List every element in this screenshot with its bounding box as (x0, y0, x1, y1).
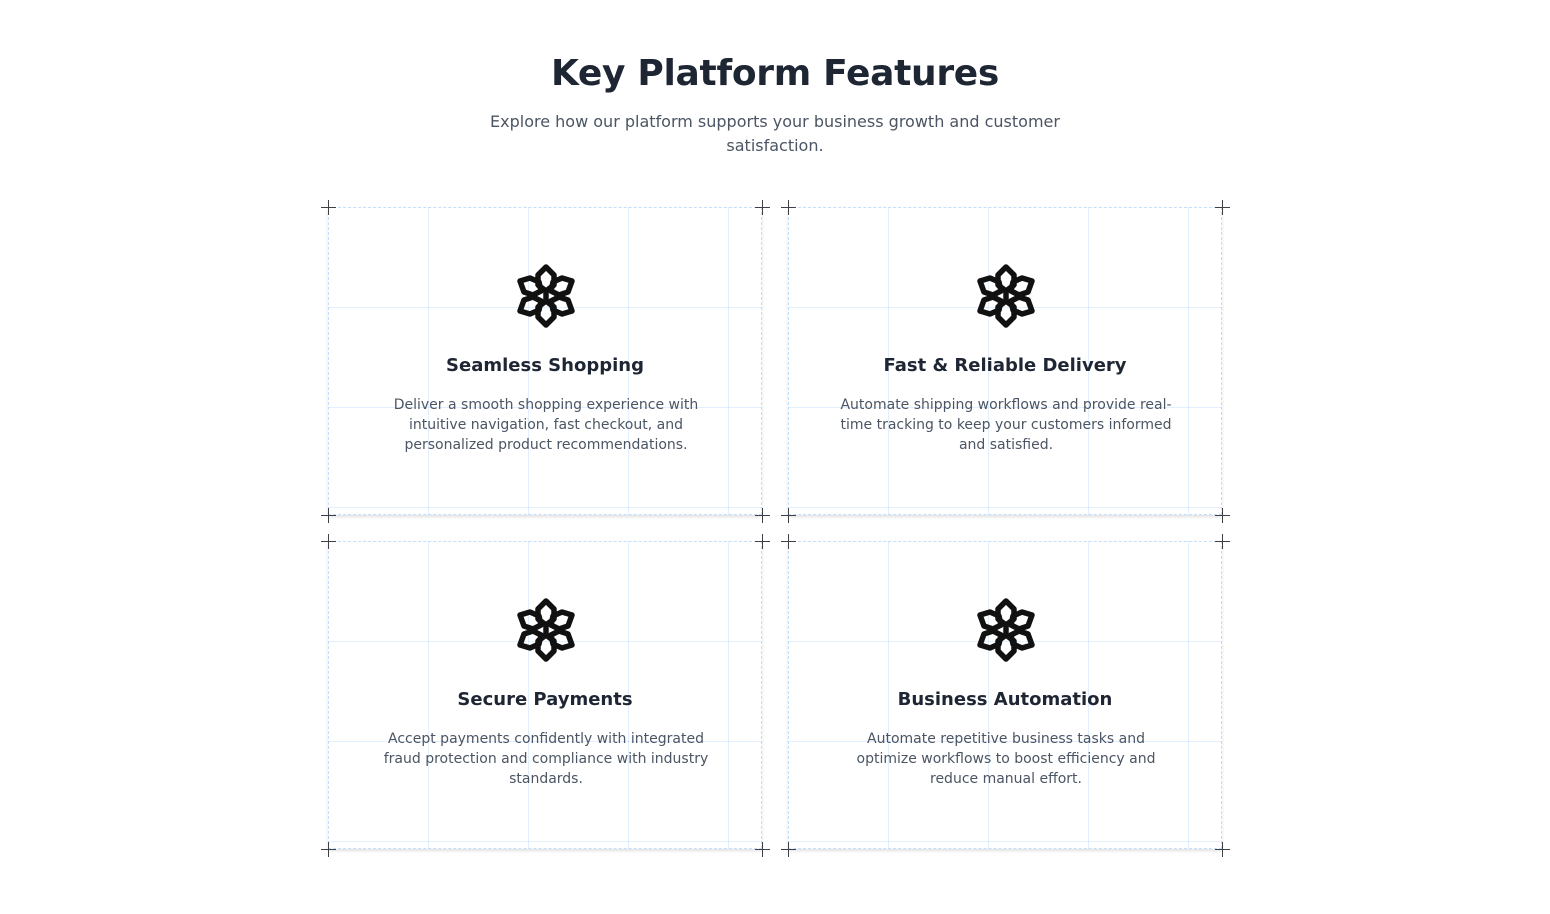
corner-plus-icon (755, 508, 770, 523)
corner-plus-icon (321, 534, 336, 549)
corner-plus-icon (781, 842, 796, 857)
section-title: Key Platform Features (550, 53, 1000, 94)
snowflake-icon (517, 264, 575, 328)
feature-card-business-automation: Business Automation Automate repetitive … (788, 541, 1222, 849)
feature-description: Automate shipping workflows and provide … (840, 397, 1172, 453)
corner-plus-icon (755, 200, 770, 215)
snowflake-icon (977, 598, 1035, 662)
corner-plus-icon (781, 200, 796, 215)
feature-description: Deliver a smooth shopping experience wit… (393, 397, 699, 453)
feature-title: Business Automation (897, 689, 1113, 710)
corner-plus-icon (781, 508, 796, 523)
corner-plus-icon (755, 534, 770, 549)
corner-plus-icon (1215, 508, 1230, 523)
snowflake-icon (977, 264, 1035, 328)
corner-plus-icon (1215, 842, 1230, 857)
corner-plus-icon (1215, 534, 1230, 549)
corner-plus-icon (781, 534, 796, 549)
feature-title: Fast & Reliable Delivery (883, 355, 1127, 376)
feature-card-delivery: Fast & Reliable Delivery Automate shippi… (788, 207, 1222, 515)
section-subtitle: Explore how our platform supports your b… (490, 112, 1060, 155)
corner-plus-icon (321, 200, 336, 215)
feature-title: Secure Payments (457, 689, 633, 710)
feature-card-secure-payments: Secure Payments Accept payments confiden… (328, 541, 762, 849)
corner-plus-icon (755, 842, 770, 857)
feature-description: Automate repetitive business tasks and o… (856, 731, 1156, 787)
feature-card-seamless-shopping: Seamless Shopping Deliver a smooth shopp… (328, 207, 762, 515)
snowflake-icon (517, 598, 575, 662)
corner-plus-icon (321, 508, 336, 523)
corner-plus-icon (1215, 200, 1230, 215)
feature-title: Seamless Shopping (446, 355, 644, 376)
corner-plus-icon (321, 842, 336, 857)
feature-description: Accept payments confidently with integra… (383, 731, 709, 787)
